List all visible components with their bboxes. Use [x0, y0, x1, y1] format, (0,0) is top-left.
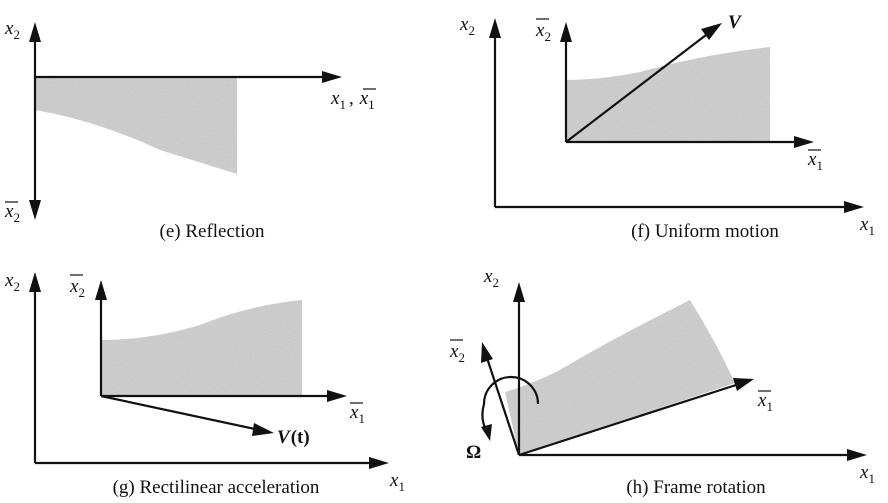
panel-g-rectilinear-acceleration: V(t) x2 x2 x1 x1 (g) Rectilinear acceler…: [4, 270, 405, 498]
panel-f-caption: (f) Uniform motion: [631, 221, 779, 242]
panel-g-velocity-vector: [100, 394, 256, 431]
panel-e-caption: (e) Reflection: [160, 221, 265, 242]
panel-f-uniform-motion: V x2 x2 x1 x1 (f) Uniform motion: [459, 12, 875, 242]
panel-g-x1bar-label: x1: [349, 402, 365, 426]
panel-g-x2bar-arrow-icon: [95, 280, 107, 300]
panel-e-x2-arrow-icon: [29, 22, 41, 42]
panel-f-x2bar-arrow-icon: [560, 22, 572, 42]
panel-h-caption: (h) Frame rotation: [626, 477, 766, 498]
panel-h-rotation-arrow-icon: [481, 424, 492, 441]
panel-h-x2bar-axis: [485, 357, 521, 456]
panel-h-x1bar-arrow-icon: [733, 378, 754, 391]
panel-h-x1bar-axis: [518, 383, 737, 457]
panel-g-velocity-label: V(t): [277, 427, 310, 448]
panel-f-velocity-vector: [565, 34, 707, 143]
panel-e-reflection: x2 x1,x1 x2 (e) Reflection: [4, 18, 376, 242]
panel-g-region: [101, 300, 302, 396]
panel-h-x2bar-arrow-icon: [481, 342, 493, 363]
panel-g-caption: (g) Rectilinear acceleration: [113, 477, 320, 498]
panel-g-x1-arrow-icon: [369, 457, 389, 469]
panel-f-velocity-arrow-icon: [701, 23, 722, 40]
panel-g-x2-label: x2: [4, 270, 20, 294]
panel-h-region: [505, 300, 735, 455]
panel-f-x1bar-label: x1: [807, 149, 823, 173]
panel-h-x1-label: x1: [859, 462, 875, 486]
panel-f-x1bar-arrow-icon: [794, 136, 814, 148]
panel-g-velocity-arrow-icon: [252, 423, 274, 436]
panel-e-x2bar-arrow-icon: [29, 200, 41, 220]
panel-e-x2bar-label: x2: [4, 201, 20, 225]
panel-h-rotation-arc: [481, 375, 540, 431]
panel-f-velocity-label: V: [728, 12, 742, 33]
panel-f-x2bar-label: x2: [535, 20, 551, 44]
panel-h-frame-rotation: Ω x2 x2 x1 x1 (h) Frame rotation: [449, 266, 875, 498]
panel-e-region: [35, 77, 237, 174]
panel-f-region: [566, 47, 770, 142]
panel-e-x2-label: x2: [4, 18, 20, 42]
panel-h-x2bar-label: x2: [449, 341, 465, 365]
panel-g-x1bar-arrow-icon: [327, 390, 347, 402]
panel-h-omega-label: Ω: [466, 442, 481, 463]
panel-h-x2-label: x2: [483, 266, 499, 290]
panel-f-x1-label: x1: [859, 214, 875, 238]
panel-g-x2-arrow-icon: [29, 272, 41, 292]
panel-g-x1-label: x1: [389, 470, 405, 494]
panel-h-x2-arrow-icon: [513, 282, 525, 302]
panel-f-x1-arrow-icon: [844, 201, 864, 213]
panel-h-x1-arrow-icon: [847, 449, 867, 461]
panel-f-x2-arrow-icon: [489, 18, 501, 38]
panel-h-x1bar-label: x1: [757, 390, 773, 414]
panel-f-x2-label: x2: [459, 14, 475, 38]
panel-g-x2bar-label: x2: [69, 276, 85, 300]
panel-e-x1-arrow-icon: [322, 71, 342, 83]
panel-e-x1-label: x1,x1: [330, 88, 375, 112]
